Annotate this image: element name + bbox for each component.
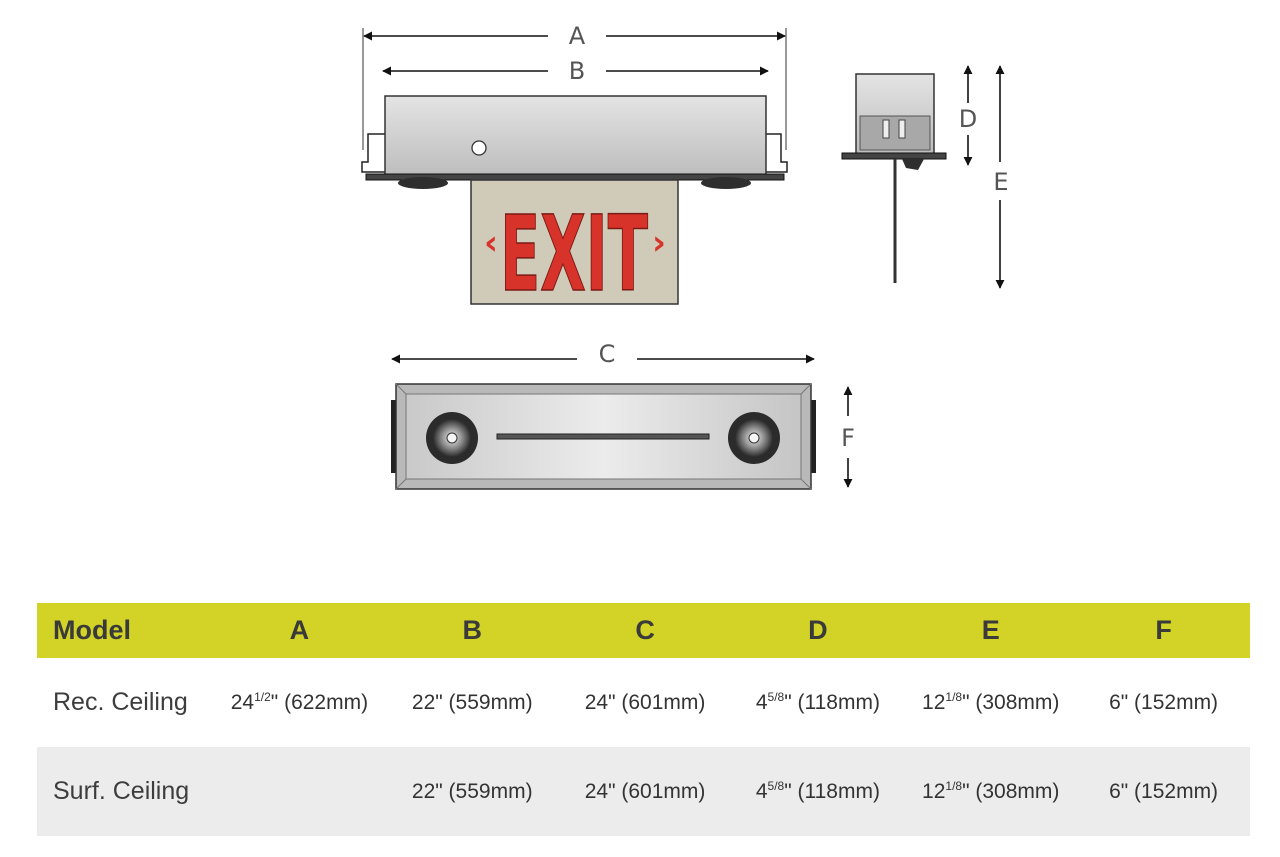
side-lamp-head (902, 159, 924, 170)
left-chevron-icon: ‹ (484, 223, 498, 263)
cell-e: 121/8" (308mm) (922, 689, 1060, 714)
bevel-bottom-left (395, 478, 407, 490)
bottom-left-end-cap (391, 400, 396, 473)
bevel-bottom-right (800, 478, 812, 490)
row-model-rec-ceiling: Rec. Ceiling (53, 688, 188, 716)
header-e: E (904, 603, 1078, 658)
side-housing-lower-band (859, 115, 931, 151)
side-lamp-clip-left (882, 119, 890, 139)
exit-sign-panel (470, 179, 679, 305)
bottom-view: C F (391, 340, 855, 490)
header-a: A (213, 603, 386, 658)
cell-f: 6" (152mm) (1109, 690, 1219, 714)
cell-c: 24" (601mm) (558, 747, 732, 836)
housing-body (384, 95, 767, 177)
left-lamp-bulb (446, 432, 458, 444)
cell-d: 45/8" (118mm) (731, 747, 905, 836)
bevel-top-left (395, 383, 407, 395)
right-chevron-icon: › (652, 223, 666, 263)
side-lamp-clip-right (898, 119, 906, 139)
dimensions-table: Model A B C D E F Rec. Ceiling 241/2" (6… (37, 603, 1250, 836)
dimension-b-label: B (569, 57, 585, 85)
right-lamp-head (701, 177, 751, 189)
header-f: F (1077, 603, 1250, 658)
cell-a: 241/2" (622mm) (230, 689, 369, 714)
cell-a (213, 747, 386, 836)
header-c: C (558, 603, 732, 658)
dimension-d-label: D (959, 105, 977, 133)
header-b: B (385, 603, 559, 658)
table-row: Rec. Ceiling 241/2" (622mm) 22" (559mm) … (37, 658, 1250, 747)
table-header-row: Model A B C D E F (37, 603, 1250, 658)
dimension-b-label-gap (548, 57, 606, 85)
table-row: Surf. Ceiling 22" (559mm) 24" (601mm) 45… (37, 747, 1250, 836)
header-model: Model (37, 603, 213, 658)
cell-d: 45/8" (118mm) (755, 689, 880, 714)
header-d: D (731, 603, 905, 658)
row-model-surf-ceiling: Surf. Ceiling (37, 747, 213, 836)
cell-c: 24" (601mm) (584, 690, 706, 714)
cell-b: 22" (559mm) (411, 690, 533, 714)
dimension-d-label-gap (956, 103, 982, 135)
left-mounting-bracket (361, 133, 385, 173)
exit-sign-dimension-diagram: A B EXIT ‹ › D (361, 22, 1014, 490)
dimension-a-label: A (569, 22, 586, 50)
side-view: D E (841, 65, 1014, 289)
dimension-e-label-gap (988, 162, 1014, 200)
right-mounting-bracket (766, 133, 788, 173)
side-flange (841, 152, 947, 160)
dimension-a-label-gap (548, 22, 606, 50)
right-lamp-bulb (748, 432, 760, 444)
cell-f: 6" (152mm) (1077, 747, 1250, 836)
dimension-f-label: F (841, 424, 855, 452)
cell-b: 22" (559mm) (385, 747, 559, 836)
sign-slot (496, 433, 710, 440)
exit-sign-text: EXIT (500, 193, 648, 315)
left-lamp-head (398, 177, 448, 189)
dimension-c-label: C (599, 340, 616, 368)
housing-knockout (471, 140, 487, 156)
front-view: A B EXIT ‹ › (361, 22, 788, 316)
bevel-top-right (800, 383, 812, 395)
dimension-e-label: E (993, 168, 1008, 196)
cell-e: 121/8" (308mm) (904, 747, 1078, 836)
bottom-right-end-cap (811, 400, 816, 473)
dimension-c-label-gap (577, 344, 637, 374)
